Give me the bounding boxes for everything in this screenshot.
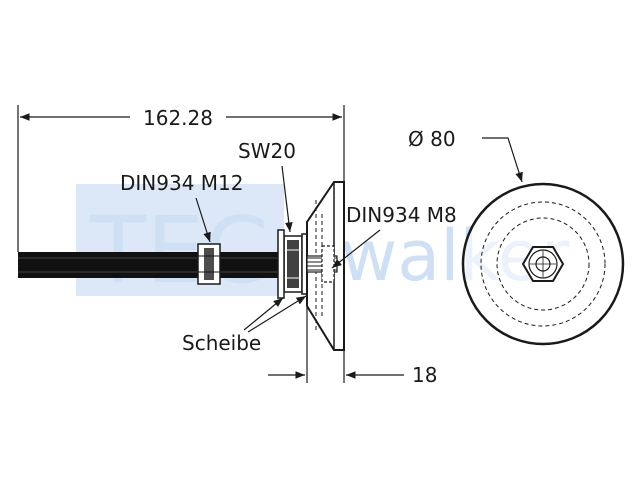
label-nut-m12: DIN934 M12 — [120, 171, 244, 243]
washer-label: Scheibe — [182, 331, 261, 355]
washer-left — [277, 229, 285, 299]
nut-sw20-hatch — [287, 240, 299, 288]
washer-leader-2 — [247, 295, 307, 333]
nut-m8-leader — [331, 229, 381, 269]
offset-value: 18 — [412, 363, 437, 387]
label-washer: Scheibe — [182, 295, 307, 355]
wrench-size-label: SW20 — [238, 139, 296, 163]
threaded-rod — [18, 252, 290, 278]
diameter-value: Ø 80 — [408, 127, 456, 151]
washer-leader-1 — [243, 297, 284, 331]
foot-plate-top — [461, 182, 625, 346]
dimension-overall-length: 162.28 — [17, 105, 345, 252]
nut-m12-leader — [195, 197, 211, 243]
label-sw20: SW20 — [238, 139, 296, 233]
diameter-leader — [482, 137, 523, 183]
nut-m12 — [197, 243, 221, 285]
label-diameter: Ø 80 — [408, 127, 523, 183]
nut-m8 — [321, 245, 335, 283]
label-nut-m8: DIN934 M8 — [331, 203, 457, 269]
nut-m12-hatch — [204, 248, 214, 280]
foot-plate-side — [306, 181, 345, 351]
hex-nut-chamfer — [528, 249, 558, 279]
wrench-size-leader — [281, 165, 293, 233]
rod-body — [18, 252, 290, 278]
nut-m8-label: DIN934 M8 — [346, 203, 457, 227]
nut-m12-label: DIN934 M12 — [120, 171, 244, 195]
nut-sw20 — [283, 235, 303, 293]
dimension-offset: 18 — [268, 300, 437, 387]
foot-plate-hidden-circle — [496, 217, 590, 311]
foot-plate-hidden-circle — [480, 201, 606, 327]
overall-length-value: 162.28 — [143, 106, 213, 130]
watermark-left-text: TEC — [89, 197, 269, 304]
